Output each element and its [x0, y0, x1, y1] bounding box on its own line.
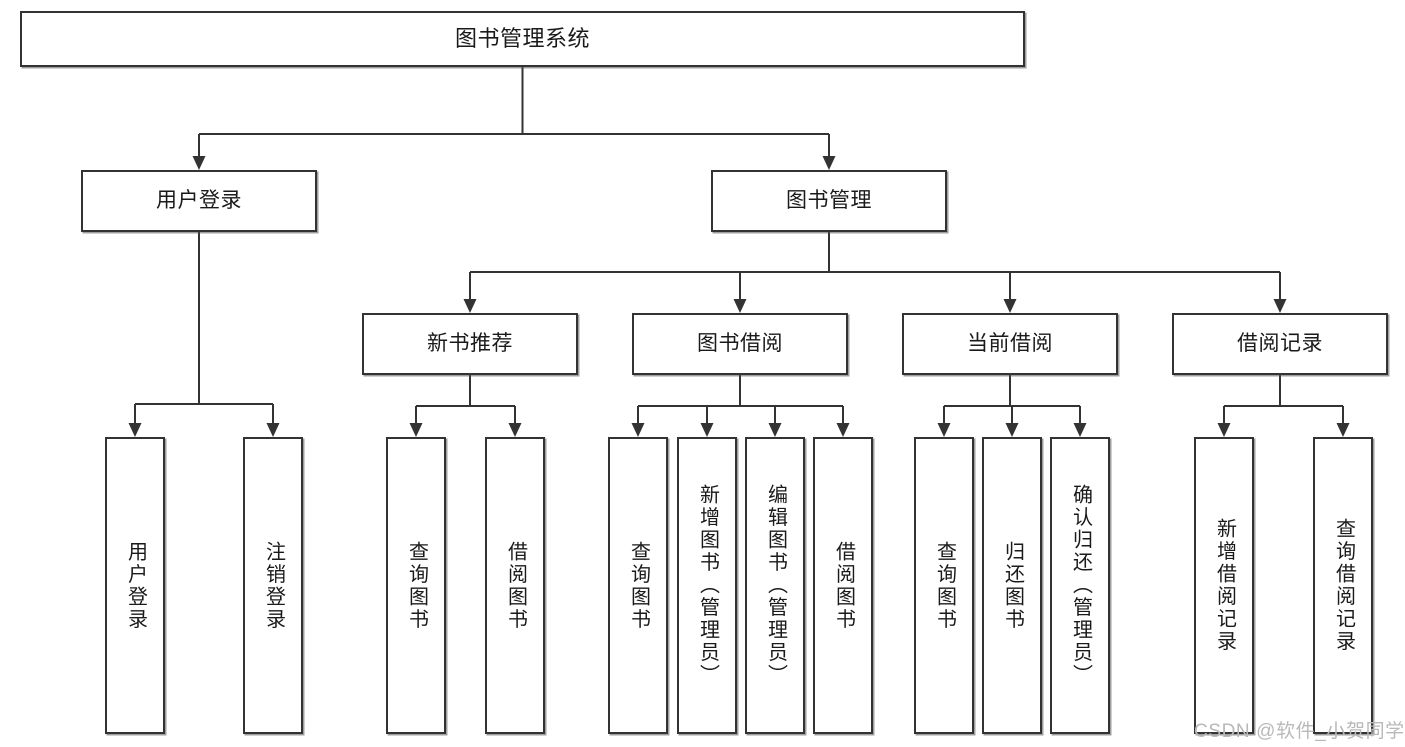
node-label-root: 图书管理系统 — [454, 26, 590, 52]
node-leaf-bb-query[interactable]: 查询图书 — [608, 437, 668, 734]
watermark: CSDN @软件_小贺同学 — [1194, 721, 1405, 742]
node-new-book-rec[interactable]: 新书推荐 — [362, 313, 578, 375]
node-leaf-br-add[interactable]: 新增借阅记录 — [1194, 437, 1254, 734]
node-label-current-borrow: 当前借阅 — [967, 331, 1053, 355]
node-label-leaf-bb-edit: 编辑图书（管理员） — [764, 484, 787, 687]
node-label-book-borrow: 图书借阅 — [697, 331, 783, 355]
node-leaf-cb-confirm[interactable]: 确认归还（管理员） — [1050, 437, 1110, 734]
node-leaf-user-login[interactable]: 用户登录 — [105, 437, 165, 734]
node-leaf-cb-return[interactable]: 归还图书 — [982, 437, 1042, 734]
node-label-leaf-rec-borrow: 借阅图书 — [504, 540, 527, 631]
node-label-leaf-br-query: 查询借阅记录 — [1332, 518, 1355, 653]
node-leaf-bb-borrow[interactable]: 借阅图书 — [813, 437, 873, 734]
node-label-borrow-record: 借阅记录 — [1237, 331, 1323, 355]
node-label-leaf-cb-query: 查询图书 — [933, 540, 956, 631]
node-leaf-rec-query[interactable]: 查询图书 — [386, 437, 446, 734]
node-leaf-rec-borrow[interactable]: 借阅图书 — [485, 437, 545, 734]
node-label-leaf-bb-add: 新增图书（管理员） — [696, 484, 719, 687]
node-leaf-br-query[interactable]: 查询借阅记录 — [1313, 437, 1373, 734]
node-user-login[interactable]: 用户登录 — [81, 170, 317, 232]
node-leaf-bb-edit[interactable]: 编辑图书（管理员） — [745, 437, 805, 734]
node-root[interactable]: 图书管理系统 — [20, 11, 1025, 67]
node-leaf-bb-add[interactable]: 新增图书（管理员） — [677, 437, 737, 734]
node-leaf-user-logout[interactable]: 注销登录 — [243, 437, 303, 734]
node-label-new-book-rec: 新书推荐 — [427, 331, 513, 355]
node-label-leaf-rec-query: 查询图书 — [405, 540, 428, 631]
node-label-leaf-bb-query: 查询图书 — [627, 540, 650, 631]
node-label-leaf-cb-confirm: 确认归还（管理员） — [1069, 484, 1092, 687]
node-leaf-cb-query[interactable]: 查询图书 — [914, 437, 974, 734]
node-borrow-record[interactable]: 借阅记录 — [1172, 313, 1388, 375]
node-label-leaf-user-login: 用户登录 — [124, 540, 147, 631]
node-current-borrow[interactable]: 当前借阅 — [902, 313, 1118, 375]
node-label-leaf-user-logout: 注销登录 — [262, 540, 285, 631]
node-label-leaf-br-add: 新增借阅记录 — [1213, 518, 1236, 653]
node-book-borrow[interactable]: 图书借阅 — [632, 313, 848, 375]
node-book-manage[interactable]: 图书管理 — [711, 170, 947, 232]
node-label-leaf-cb-return: 归还图书 — [1001, 540, 1024, 631]
node-label-book-manage: 图书管理 — [786, 188, 872, 212]
node-label-leaf-bb-borrow: 借阅图书 — [832, 540, 855, 631]
node-label-user-login: 用户登录 — [156, 188, 242, 212]
